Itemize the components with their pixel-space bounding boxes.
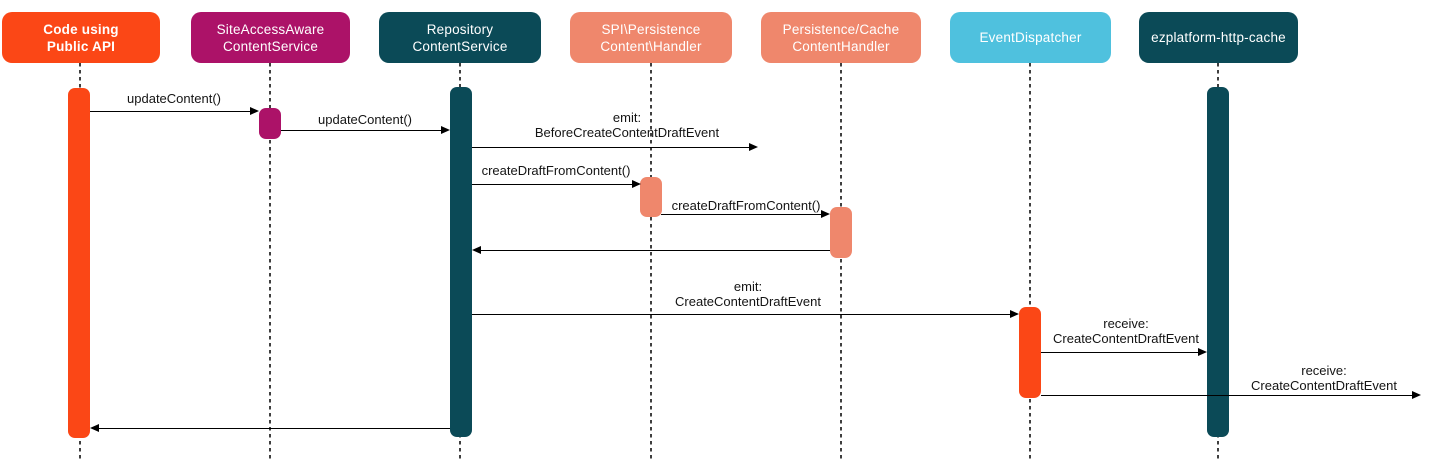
message-line-7 [472, 314, 1010, 315]
actor-label: ContentService [222, 38, 319, 54]
message-line-1 [90, 111, 250, 112]
lifeline-siteaccessaware-contentservice [269, 63, 271, 459]
message-label-4: createDraftFromContent() [482, 163, 631, 178]
message-label-text: createDraftFromContent() [671, 198, 821, 213]
activation-bar-repository-contentservice [450, 87, 472, 437]
actor-label: Public API [46, 38, 116, 54]
message-label-text: createDraftFromContent() [481, 163, 631, 178]
activation-bar-persistence-cache-contenthandler [830, 207, 852, 258]
message-arrowhead-5 [821, 210, 830, 218]
activation-bar-code-using-public-api [68, 88, 90, 438]
message-arrowhead-9 [1412, 391, 1421, 399]
message-label-5: createDraftFromContent() [672, 198, 821, 213]
message-line-2 [281, 130, 441, 131]
actor-label: ContentHandler [792, 38, 890, 54]
actor-box-code-using-public-api: Code using Public API [2, 12, 160, 63]
message-arrowhead-10 [90, 424, 99, 432]
actor-label: SPI\Persistence [601, 21, 701, 37]
message-label-text: receive: [1103, 316, 1149, 331]
actor-label: ezplatform-http-cache [1151, 30, 1286, 45]
message-label-text: CreateContentDraftEvent [675, 294, 821, 309]
actor-label: ContentService [412, 38, 508, 54]
message-label-text: emit: [612, 110, 642, 125]
activation-bar-ezplatform-http-cache [1207, 87, 1229, 437]
message-label-text: updateContent() [127, 91, 221, 106]
activation-bar-siteaccessaware-contentservice [259, 108, 281, 139]
message-label-text: CreateContentDraftEvent [1053, 331, 1199, 346]
lifeline-persistence-cache-contenthandler [840, 63, 842, 459]
message-line-3 [472, 147, 749, 148]
actor-label: EventDispatcher [979, 30, 1082, 45]
message-label-text: emit: [733, 279, 763, 294]
message-arrowhead-7 [1010, 310, 1019, 318]
message-line-10 [99, 428, 450, 429]
actor-box-eventdispatcher: EventDispatcher [950, 12, 1111, 63]
message-label-text: BeforeCreateContentDraftEvent [534, 125, 720, 140]
message-label-text: updateContent() [318, 112, 412, 127]
actor-box-persistence-cache-contenthandler: Persistence/Cache ContentHandler [761, 12, 921, 63]
message-label-text: receive: [1301, 363, 1347, 378]
actor-label: Code using [43, 21, 119, 37]
activation-bar-eventdispatcher [1019, 307, 1041, 398]
actor-box-siteaccessaware-contentservice: SiteAccessAware ContentService [191, 12, 350, 63]
message-label-text: CreateContentDraftEvent [1251, 378, 1397, 393]
message-label-8: receive: CreateContentDraftEvent [1053, 316, 1199, 346]
activation-bar-spi-persistence-content-handler [640, 177, 662, 217]
actor-label: Persistence/Cache [782, 21, 900, 37]
actor-label: SiteAccessAware [216, 21, 325, 37]
message-line-6 [481, 250, 830, 251]
message-line-8 [1041, 352, 1198, 353]
actor-box-ezplatform-http-cache: ezplatform-http-cache [1139, 12, 1298, 63]
message-label-7: emit: CreateContentDraftEvent [675, 279, 821, 309]
message-arrowhead-2 [441, 126, 450, 134]
message-line-4 [472, 184, 632, 185]
actor-box-spi-persistence-content-handler: SPI\Persistence Content\Handler [570, 12, 732, 63]
actor-label: Content\Handler [600, 38, 702, 54]
message-arrowhead-8 [1198, 348, 1207, 356]
message-label-1: updateContent() [127, 91, 221, 106]
message-label-2: updateContent() [318, 112, 412, 127]
message-arrowhead-3 [749, 143, 758, 151]
message-line-9 [1041, 395, 1412, 396]
lifeline-eventdispatcher [1029, 63, 1031, 459]
message-arrowhead-4 [632, 180, 641, 188]
message-label-9: receive: CreateContentDraftEvent [1251, 363, 1397, 393]
actor-label: Repository [426, 21, 494, 37]
message-arrowhead-1 [250, 107, 259, 115]
message-label-3: emit: BeforeCreateContentDraftEvent [535, 110, 719, 140]
message-arrowhead-6 [472, 246, 481, 254]
message-line-5 [661, 214, 821, 215]
lifeline-spi-persistence-content-handler [650, 63, 652, 459]
actor-box-repository-contentservice: Repository ContentService [379, 12, 541, 63]
